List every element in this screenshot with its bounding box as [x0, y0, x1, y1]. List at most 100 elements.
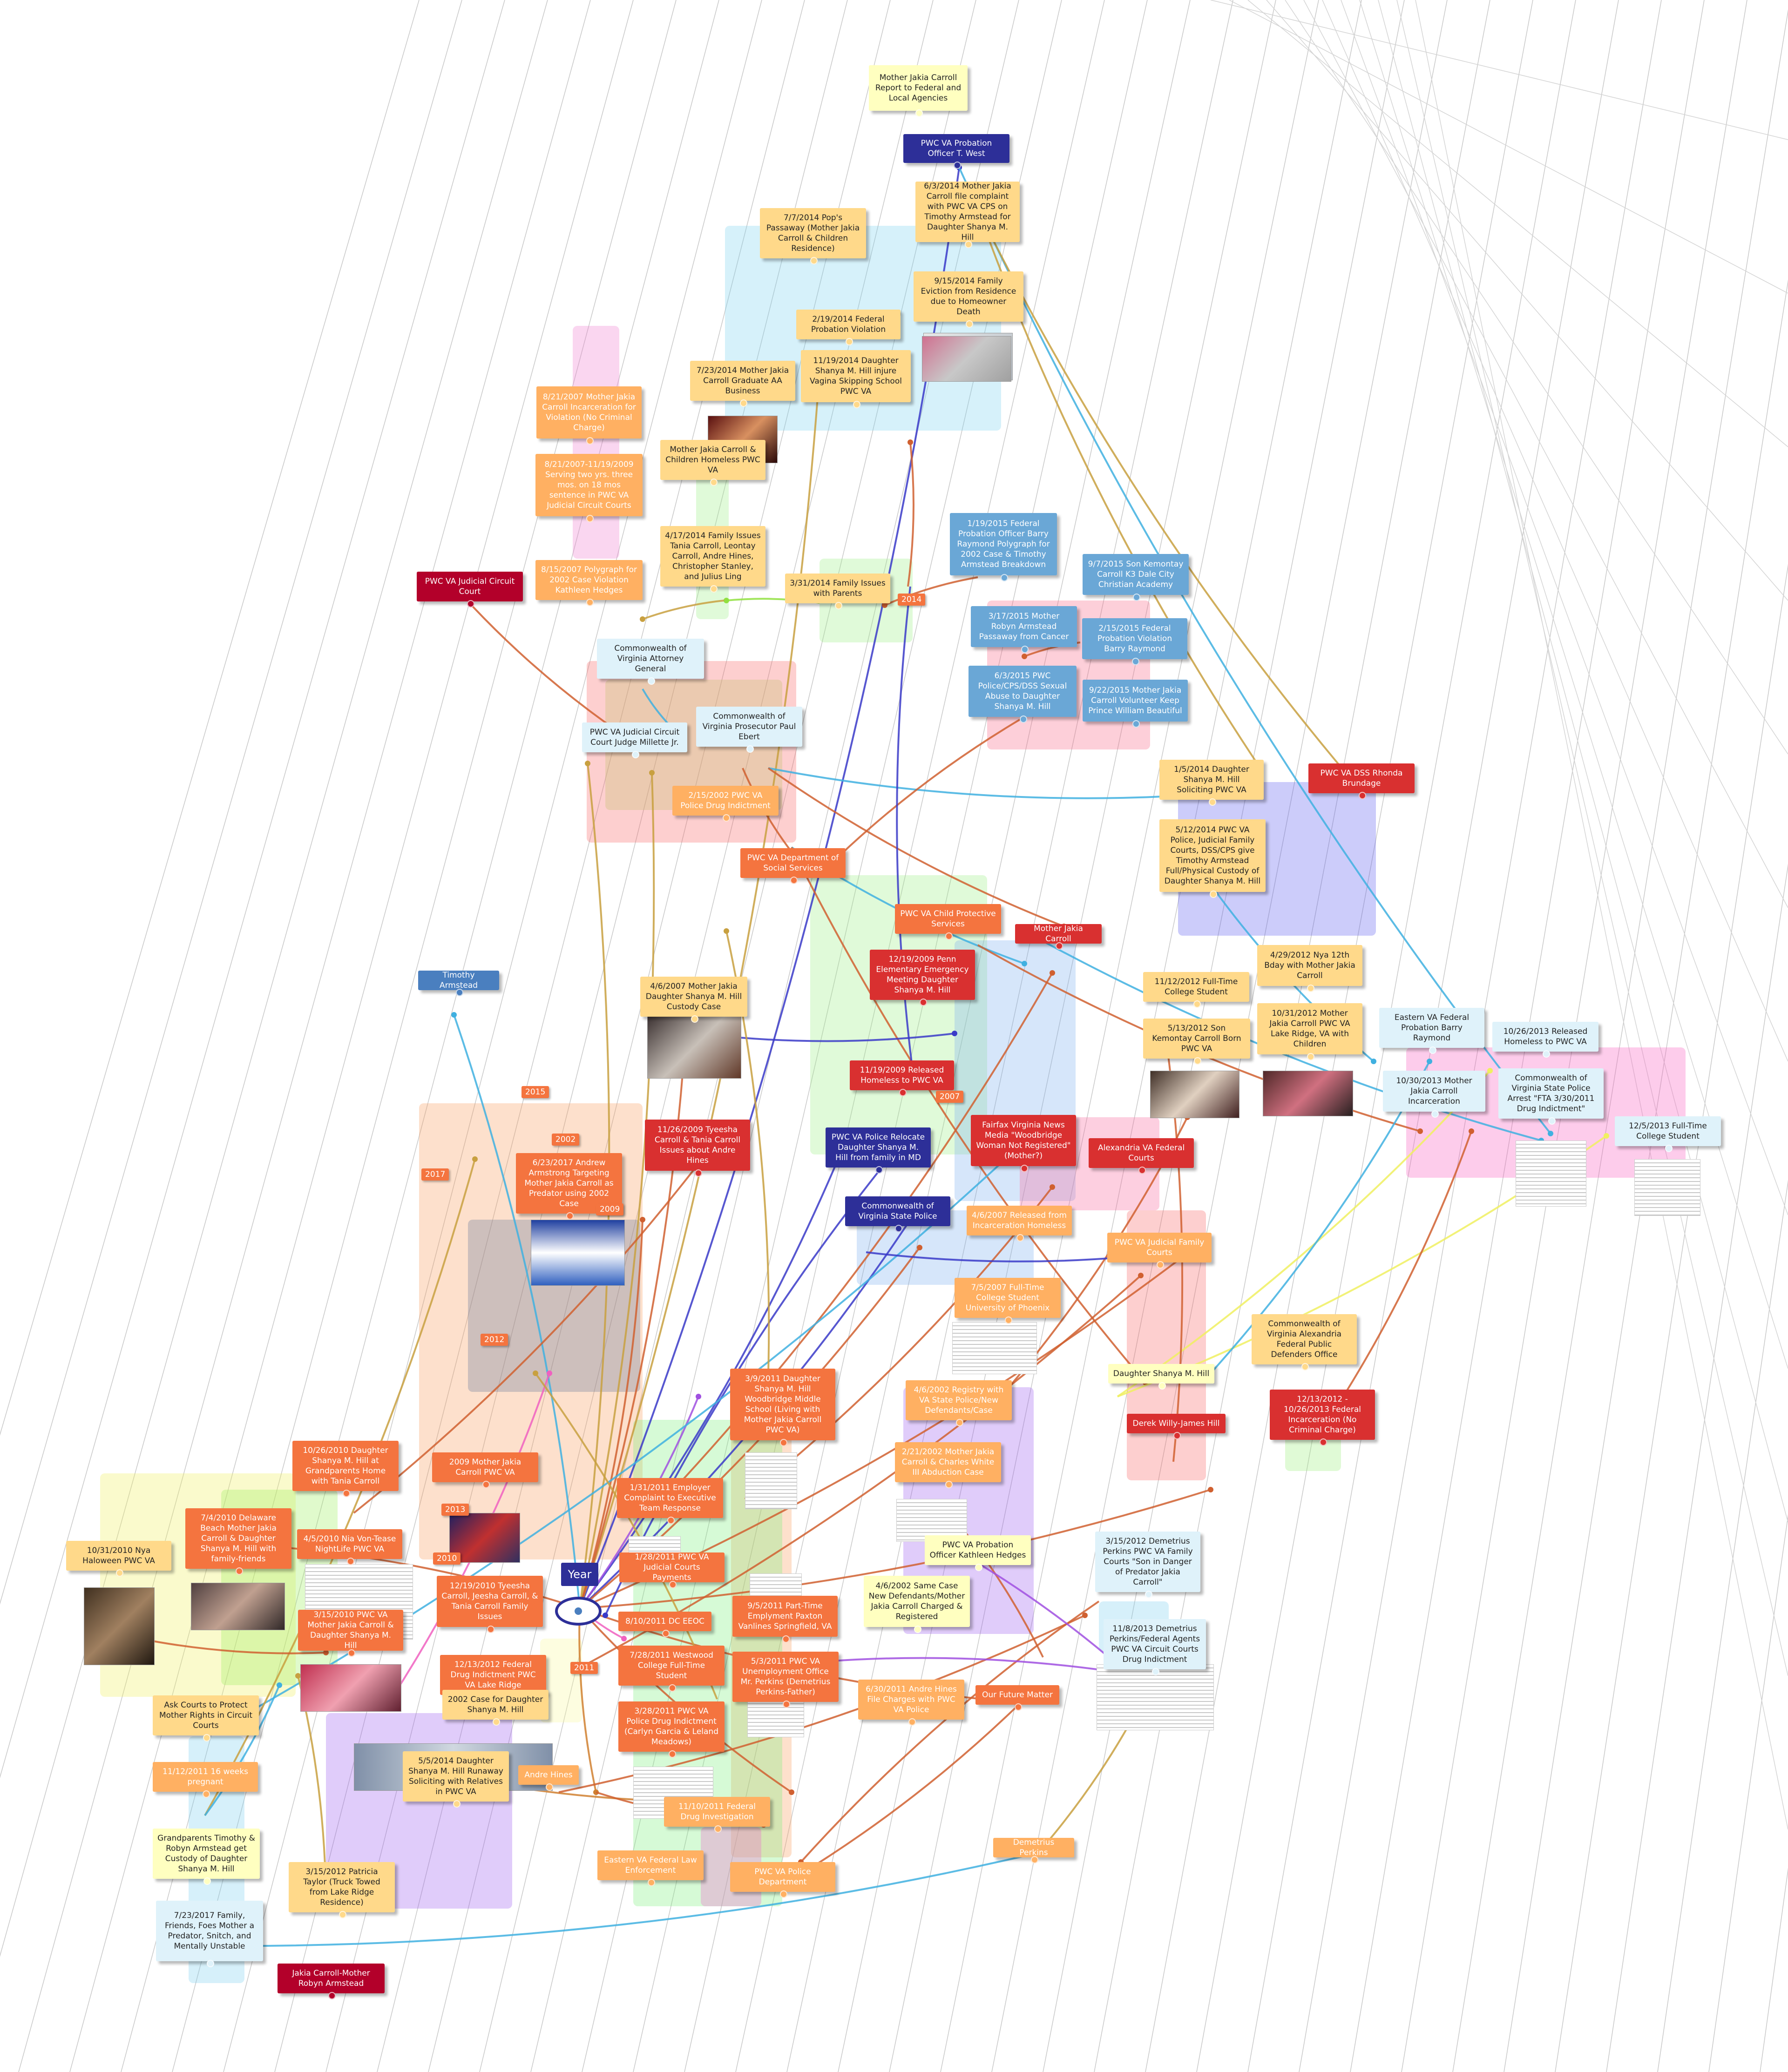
topic-node[interactable]: 4/17/2014 Family Issues Tania Carroll, L… [660, 526, 765, 593]
topic-node[interactable]: 4/29/2012 Nya 12th Bday with Mother Jaki… [1257, 945, 1362, 992]
topic-node[interactable]: Mother Jakia Carroll & Children Homeless… [660, 440, 765, 486]
topic-node[interactable]: 11/10/2011 Federal Drug Investigation [664, 1797, 770, 1833]
topic-node[interactable]: 11/8/2013 Demetrius Perkins/Federal Agen… [1104, 1619, 1206, 1675]
topic-node[interactable]: 2002 Case for Daughter Shanya M. Hill [442, 1690, 549, 1726]
topic-node[interactable]: 9/7/2015 Son Kemontay Carroll K3 Dale Ci… [1083, 554, 1189, 601]
year-badge[interactable]: 2017 [421, 1168, 449, 1181]
year-badge[interactable]: 2002 [552, 1134, 580, 1146]
topic-node[interactable]: Demetrius Perkins [993, 1838, 1074, 1863]
topic-node[interactable]: 7/4/2010 Delaware Beach Mother Jakia Car… [185, 1508, 291, 1575]
topic-node[interactable]: 7/7/2014 Pop's Passaway (Mother Jakia Ca… [760, 208, 866, 264]
year-badge[interactable]: 2010 [433, 1552, 461, 1565]
topic-node[interactable]: Commonwealth of Virginia Prosecutor Paul… [696, 707, 802, 753]
topic-node[interactable]: 7/5/2007 Full-Time College Student Unive… [955, 1278, 1061, 1324]
topic-node[interactable]: 9/15/2014 Family Eviction from Residence… [914, 271, 1023, 328]
topic-node[interactable]: 8/10/2011 DC EEOC [618, 1612, 711, 1637]
topic-node[interactable]: 4/6/2002 Registry with VA State Police/N… [906, 1380, 1012, 1426]
topic-node[interactable]: PWC VA Department of Social Services [740, 848, 846, 884]
topic-node[interactable]: 11/12/2012 Full-Time College Student [1143, 972, 1249, 1008]
topic-node[interactable]: PWC VA Probation Officer Kathleen Hedges [925, 1535, 1031, 1571]
topic-node[interactable]: 7/23/2014 Mother Jakia Carroll Graduate … [690, 361, 795, 407]
topic-node[interactable]: 6/30/2011 Andre Hines File Charges with … [858, 1680, 964, 1726]
topic-node[interactable]: PWC VA Judicial Family Courts [1107, 1233, 1212, 1269]
year-badge[interactable]: 2012 [481, 1334, 508, 1346]
topic-node[interactable]: Daughter Shanya M. Hill [1108, 1364, 1214, 1390]
topic-node[interactable]: 1/28/2011 PWC VA Judicial Courts Payment… [619, 1552, 725, 1588]
topic-node[interactable]: 3/15/2012 Demetrius Perkins PWC VA Famil… [1095, 1532, 1200, 1598]
topic-node[interactable]: 2/15/2015 Federal Probation Violation Ba… [1082, 618, 1187, 665]
topic-node[interactable]: 12/5/2013 Full-Time College Student [1615, 1116, 1721, 1152]
topic-node[interactable]: PWC VA Judicial Circuit Court Judge Mill… [582, 722, 687, 758]
year-badge[interactable]: 2009 [596, 1203, 624, 1215]
topic-node[interactable]: Derek Willy-James Hill [1127, 1414, 1226, 1439]
topic-node[interactable]: 1/5/2014 Daughter Shanya M. Hill Solicit… [1159, 760, 1264, 806]
year-badge[interactable]: 2007 [936, 1091, 964, 1103]
topic-node[interactable]: 4/5/2010 Nia Von-Tease NightLife PWC VA [297, 1529, 402, 1565]
topic-node[interactable]: 8/21/2007-11/19/2009 Serving two yrs. th… [535, 454, 643, 522]
year-badge[interactable]: 2011 [570, 1662, 598, 1674]
topic-node[interactable]: 12/19/2009 Penn Elementary Emergency Mee… [870, 950, 975, 1006]
topic-node[interactable]: 2/21/2002 Mother Jakia Carroll & Charles… [895, 1442, 1001, 1488]
topic-node[interactable]: 3/17/2015 Mother Robyn Armstead Passaway… [971, 606, 1077, 653]
topic-node[interactable]: Eastern VA Federal Law Enforcement [597, 1850, 704, 1886]
topic-node[interactable]: 6/3/2014 Mother Jakia Carroll file compl… [915, 182, 1020, 248]
topic-node[interactable]: 3/15/2012 Patricia Taylor (Truck Towed f… [289, 1862, 395, 1918]
topic-node[interactable]: Mother Jakia Carroll Report to Federal a… [869, 65, 968, 117]
topic-node[interactable]: Commonwealth of Virginia Alexandria Fede… [1252, 1314, 1357, 1370]
topic-node[interactable]: 5/5/2014 Daughter Shanya M. Hill Runaway… [403, 1751, 509, 1808]
topic-node[interactable]: Ask Courts to Protect Mother Rights in C… [153, 1695, 259, 1741]
topic-node[interactable]: PWC VA Judicial Circuit Court [417, 572, 523, 607]
topic-node[interactable]: 8/21/2007 Mother Jakia Carroll Incarcera… [536, 386, 642, 445]
topic-node[interactable]: 6/3/2015 PWC Police/CPS/DSS Sexual Abuse… [968, 666, 1077, 723]
topic-node[interactable]: 4/6/2007 Released from Incarceration Hom… [967, 1206, 1072, 1242]
topic-node[interactable]: 2009 Mother Jakia Carroll PWC VA [432, 1452, 538, 1488]
topic-node[interactable]: 1/19/2015 Federal Probation Officer Barr… [950, 513, 1057, 581]
topic-node[interactable]: 5/3/2011 PWC VA Unemployment Office Mr. … [732, 1652, 839, 1708]
topic-node[interactable]: PWC VA Child Protective Services [895, 904, 1001, 940]
topic-node[interactable]: 10/26/2013 Released Homeless to PWC VA [1492, 1022, 1598, 1058]
topic-node[interactable]: Jakia Carroll-Mother Robyn Armstead [278, 1964, 385, 1999]
topic-node[interactable]: 8/15/2007 Polygraph for 2002 Case Violat… [535, 560, 643, 606]
topic-node[interactable]: PWC VA DSS Rhonda Brundage [1308, 763, 1415, 799]
topic-node[interactable]: 10/26/2010 Daughter Shanya M. Hill at Gr… [292, 1441, 399, 1497]
topic-node[interactable]: 10/30/2013 Mother Jakia Carroll Incarcer… [1383, 1071, 1485, 1118]
topic-node[interactable]: Our Future Matter [975, 1685, 1059, 1711]
topic-node[interactable]: Timothy Armstead [418, 971, 499, 996]
topic-node[interactable]: PWC VA Police Relocate Daughter Shanya M… [826, 1127, 931, 1174]
topic-node[interactable]: Commonwealth of Virginia State Police [845, 1196, 950, 1232]
topic-node[interactable]: 7/23/2017 Family, Friends, Foes Mother a… [156, 1901, 263, 1967]
topic-node[interactable]: 11/12/2011 16 weeks pregnant [153, 1762, 258, 1798]
topic-node[interactable]: 4/6/2007 Mother Jakia Daughter Shanya M.… [640, 977, 747, 1023]
topic-node[interactable]: 11/19/2009 Released Homeless to PWC VA [850, 1060, 954, 1096]
topic-node[interactable]: 11/26/2009 Tyeesha Carroll & Tania Carro… [645, 1120, 750, 1177]
topic-node[interactable]: Commonwealth of Virginia State Police Ar… [1498, 1068, 1604, 1125]
topic-node[interactable]: Andre Hines [518, 1765, 579, 1791]
topic-node[interactable]: 5/12/2014 PWC VA Police, Judicial Family… [1159, 819, 1266, 898]
topic-node[interactable]: 3/9/2011 Daughter Shanya M. Hill Woodbri… [730, 1369, 835, 1446]
year-badge[interactable]: 2015 [522, 1086, 549, 1098]
year-badge[interactable]: 2014 [898, 594, 926, 606]
topic-node[interactable]: 2/19/2014 Federal Probation Violation [796, 310, 901, 345]
topic-node[interactable]: 10/31/2012 Mother Jakia Carroll PWC VA L… [1257, 1003, 1362, 1060]
topic-node[interactable]: 2/15/2002 PWC VA Police Drug Indictment [672, 786, 779, 822]
topic-node[interactable]: Fairfax Virginia News Media "Woodbridge … [971, 1115, 1076, 1172]
topic-node[interactable]: Eastern VA Federal Probation Barry Raymo… [1379, 1008, 1484, 1054]
topic-node[interactable]: 12/13/2012 - 10/26/2013 Federal Incarcer… [1270, 1390, 1375, 1446]
topic-node[interactable]: 3/28/2011 PWC VA Police Drug Indictment … [618, 1701, 725, 1758]
topic-node[interactable]: PWC VA Probation Officer T. West [903, 134, 1009, 169]
topic-node[interactable]: Commonwealth of Virginia Attorney Genera… [597, 639, 704, 685]
topic-node[interactable]: 12/19/2010 Tyeesha Carroll, Jeesha Carro… [437, 1576, 543, 1633]
topic-node[interactable]: 5/13/2012 Son Kemontay Carroll Born PWC … [1143, 1019, 1250, 1065]
topic-node[interactable]: 12/13/2012 Federal Drug Indictment PWC V… [440, 1655, 546, 1701]
topic-node[interactable]: 11/19/2014 Daughter Shanya M. Hill injur… [801, 350, 911, 408]
topic-node[interactable]: Mother Jakia Carroll [1015, 924, 1102, 950]
topic-node[interactable]: 1/31/2011 Employer Complaint to Executiv… [617, 1478, 723, 1524]
topic-node[interactable]: 4/6/2002 Same Case New Defendants/Mother… [864, 1576, 970, 1633]
topic-node[interactable]: 9/5/2011 Part-Time Emplyment Paxton Vanl… [732, 1596, 838, 1643]
topic-node[interactable]: 10/31/2010 Nya Haloween PWC VA [66, 1541, 171, 1577]
topic-node[interactable]: PWC VA Police Department [730, 1862, 835, 1898]
year-badge[interactable]: 2013 [441, 1504, 469, 1516]
topic-node[interactable]: 3/31/2014 Family Issues with Parents [785, 574, 890, 609]
topic-node[interactable]: Alexandria VA Federal Courts [1089, 1138, 1194, 1174]
topic-node[interactable]: Grandparents Timothy & Robyn Armstead ge… [153, 1829, 260, 1885]
